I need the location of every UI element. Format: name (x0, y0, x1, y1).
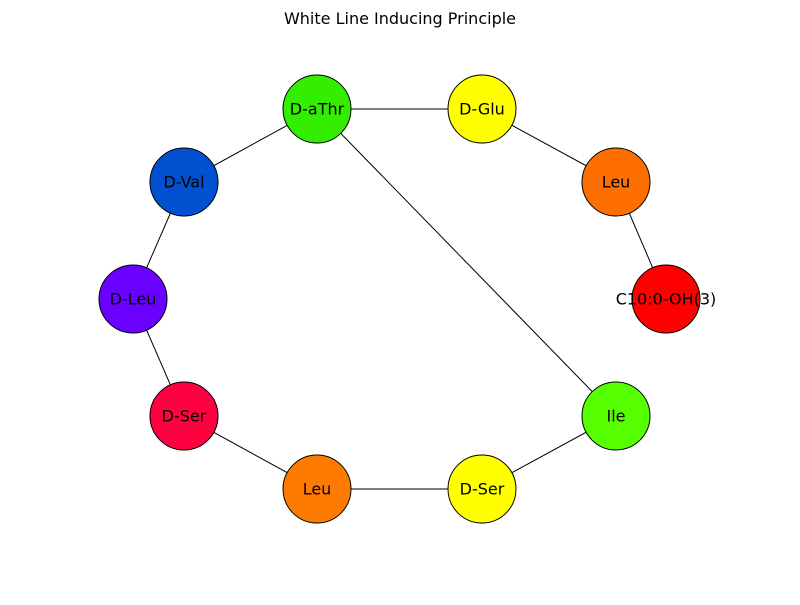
node-circle (282, 454, 352, 524)
node-circle (447, 454, 517, 524)
node-circle (581, 147, 651, 217)
node-circle (98, 264, 168, 334)
node-label: D-Ser (460, 480, 505, 499)
node-circle (149, 147, 219, 217)
node-n2: D-Glu (447, 74, 517, 144)
node-label: D-Leu (110, 290, 157, 309)
node-circle (149, 381, 219, 451)
node-circle (631, 264, 701, 334)
edge-n1-n10 (316, 108, 617, 417)
node-label: D-aThr (290, 100, 345, 119)
node-label: Leu (303, 480, 332, 499)
node-label: D-Val (163, 173, 204, 192)
node-n5: D-Val (149, 147, 219, 217)
node-n8: Leu (282, 454, 352, 524)
node-n1: D-aThr (282, 74, 352, 144)
node-label: Ile (606, 407, 625, 426)
node-circle (282, 74, 352, 144)
node-n6: D-Leu (98, 264, 168, 334)
node-n7: D-Ser (149, 381, 219, 451)
node-n4: C10:0-OH(3) (616, 264, 717, 334)
node-label: Leu (602, 173, 631, 192)
diagram-title: White Line Inducing Principle (283, 9, 517, 28)
node-n10: Ile (581, 381, 651, 451)
node-circle (581, 381, 651, 451)
node-label: D-Ser (162, 407, 207, 426)
node-n3: Leu (581, 147, 651, 217)
node-n9: D-Ser (447, 454, 517, 524)
node-circle (447, 74, 517, 144)
node-label: C10:0-OH(3) (616, 290, 717, 309)
node-label: D-Glu (459, 100, 505, 119)
